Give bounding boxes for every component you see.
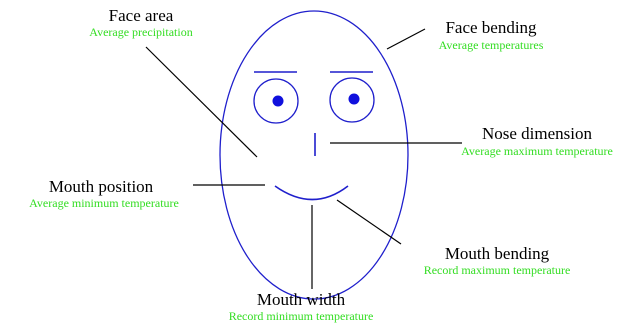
label-nose-dimension-subtitle: Average maximum temperature — [461, 144, 613, 158]
mouth — [275, 186, 348, 200]
label-face-bending-subtitle: Average temperatures — [439, 38, 544, 52]
right-pupil — [349, 94, 360, 105]
face-outline — [220, 11, 408, 299]
label-mouth-position-title: Mouth position — [49, 177, 154, 196]
label-mouth-width-title: Mouth width — [257, 290, 346, 309]
label-mouth-width-subtitle: Record minimum temperature — [229, 309, 374, 323]
leader-face-bending — [387, 29, 425, 49]
label-nose-dimension-title: Nose dimension — [482, 124, 593, 143]
label-mouth-bending-title: Mouth bending — [445, 244, 550, 263]
label-face-area-subtitle: Average precipitation — [89, 25, 192, 39]
label-mouth-position-subtitle: Average minimum temperature — [29, 196, 179, 210]
label-mouth-bending-subtitle: Record maximum temperature — [424, 263, 571, 277]
label-face-bending-title: Face bending — [445, 18, 537, 37]
label-face-area-title: Face area — [109, 6, 174, 25]
leader-face-area — [146, 47, 257, 157]
left-pupil — [273, 96, 284, 107]
leader-mouth-bending — [337, 200, 401, 244]
